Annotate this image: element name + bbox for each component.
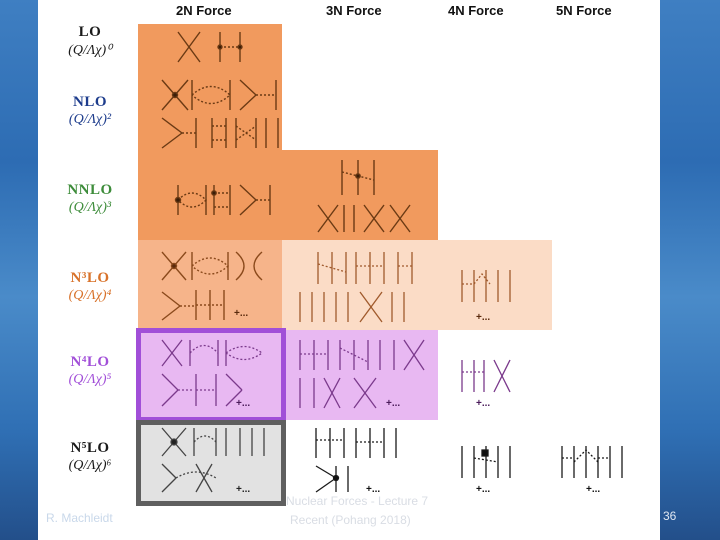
diagrams-n3lo-4n <box>462 270 510 302</box>
diagrams-n5lo-5n <box>562 446 622 478</box>
diagrams-n3lo-3n <box>300 252 412 322</box>
footer-page-number: 36 <box>663 509 676 523</box>
diagrams-n5lo-4n <box>462 446 510 478</box>
diagrams-nlo-2n-row2 <box>162 118 278 148</box>
more-label-n5lo-5n: +... <box>586 484 600 495</box>
more-label-n5lo-4n: +... <box>476 484 490 495</box>
footer-author: R. Machleidt <box>46 511 113 525</box>
diagrams-n4lo-3n <box>300 340 424 408</box>
diagrams-n5lo-3n <box>316 428 396 492</box>
more-label-n5lo-2n: +... <box>236 484 250 495</box>
diagrams-nlo-2n-row1 <box>162 80 276 110</box>
footer-title-line2: Recent (Pohang 2018) <box>290 513 411 527</box>
more-label-n4lo-3n: +... <box>386 398 400 409</box>
diagrams-nnlo-2n <box>176 185 271 215</box>
diagrams-lo-2n <box>178 32 242 62</box>
more-label-n4lo-2n: +... <box>236 398 250 409</box>
diagrams-n4lo-2n <box>162 340 262 406</box>
more-label-n4lo-4n: +... <box>476 398 490 409</box>
more-label-n3lo-2n: +... <box>234 308 248 319</box>
footer-title-line1: Nuclear Forces - Lecture 7 <box>286 494 428 508</box>
diagrams-n4lo-4n <box>462 360 510 392</box>
more-label-n3lo-4n: +... <box>476 312 490 323</box>
diagrams-nnlo-3n <box>318 160 410 232</box>
diagrams-n5lo-2n <box>162 428 264 492</box>
